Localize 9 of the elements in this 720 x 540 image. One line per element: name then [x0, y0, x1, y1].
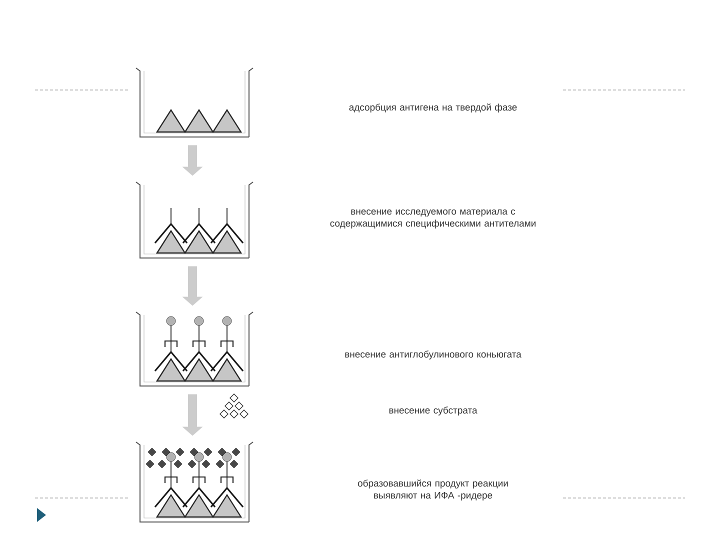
well-drawing — [136, 312, 254, 386]
step-caption: образовавшийся продукт реакции выявляют на ИФА -ридере — [358, 479, 508, 500]
step-caption: внесение субстрата — [389, 406, 478, 416]
step-caption: адсорбция антигена на твердой фазе — [349, 103, 517, 112]
step-caption: внесение исследуемого материала с содержащимися специфическими антителами — [330, 209, 536, 229]
well-drawing — [136, 182, 254, 258]
well-drawing — [136, 442, 254, 522]
well-drawing — [136, 68, 254, 138]
step-caption: внесение антиглобулинового коньюгата — [345, 350, 522, 360]
